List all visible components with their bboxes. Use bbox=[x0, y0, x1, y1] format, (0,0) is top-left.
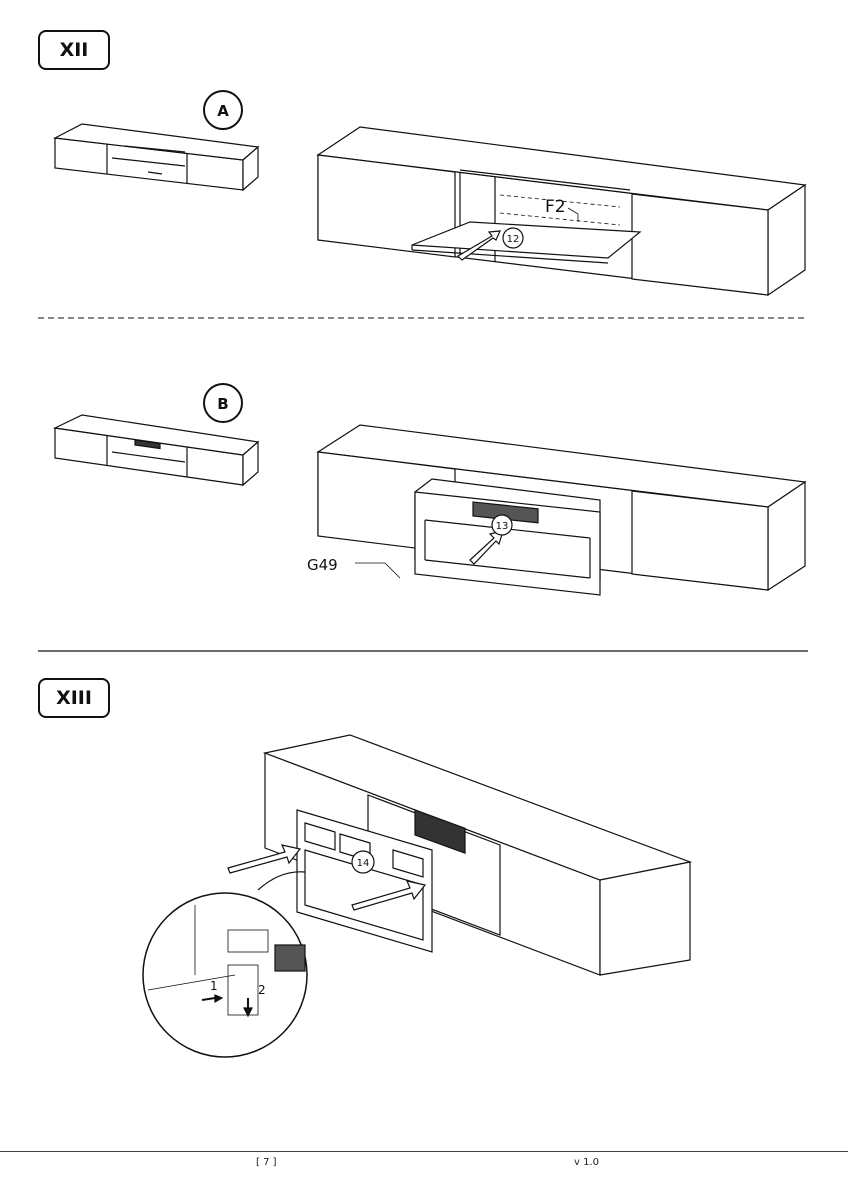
svg-text:1: 1 bbox=[210, 979, 218, 993]
large-cabinet-a: 12 F2 bbox=[316, 126, 807, 297]
svg-text:12: 12 bbox=[507, 234, 520, 245]
detail-zoom-circle: 1 2 bbox=[142, 892, 308, 1058]
svg-text:13: 13 bbox=[496, 521, 509, 532]
svg-text:B: B bbox=[217, 395, 228, 413]
page-number: [ 7 ] bbox=[256, 1157, 277, 1168]
step-xii-badge: XII bbox=[38, 30, 110, 70]
svg-text:A: A bbox=[217, 102, 229, 120]
cabinet-xiii: 14 bbox=[227, 734, 693, 976]
svg-text:F2: F2 bbox=[545, 197, 566, 217]
small-cabinet-a bbox=[52, 123, 260, 192]
large-cabinet-b: 13 G49 bbox=[307, 424, 807, 596]
substep-b-marker: B bbox=[203, 383, 243, 423]
version-label: v 1.0 bbox=[574, 1157, 599, 1168]
step-xiii-badge: XIII bbox=[38, 678, 110, 718]
footer-divider bbox=[0, 1151, 848, 1152]
svg-text:14: 14 bbox=[357, 858, 370, 869]
small-cabinet-b bbox=[52, 414, 260, 487]
substep-a-marker: A bbox=[203, 90, 243, 130]
svg-text:G49: G49 bbox=[307, 556, 338, 574]
svg-text:2: 2 bbox=[258, 983, 266, 997]
